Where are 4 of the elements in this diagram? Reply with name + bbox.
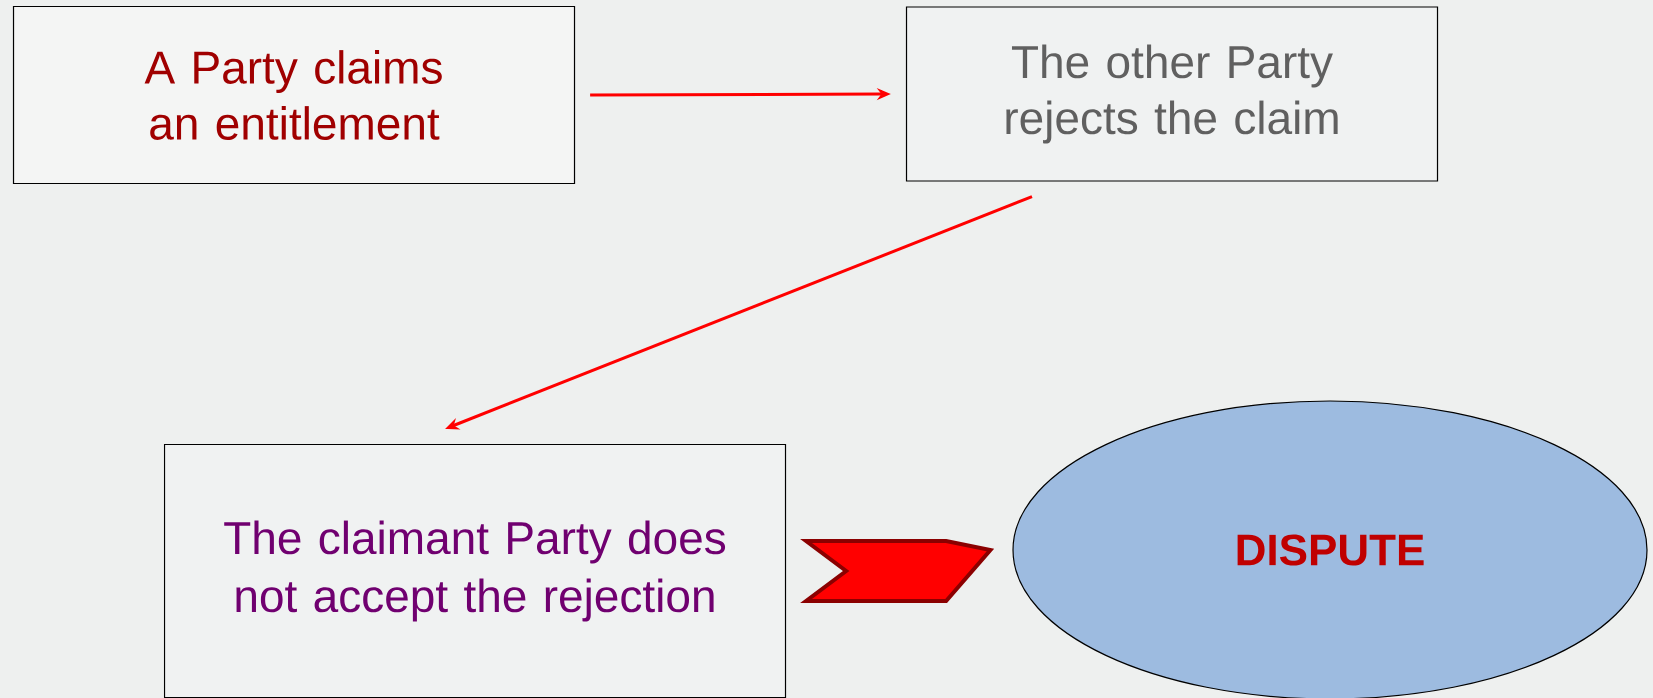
process-box: A Party claims an entitlement [12,5,576,185]
chevron-arrow [800,539,995,603]
process-box: The claimant Party does not accept the rejection [163,443,787,698]
process-box: The other Party rejects the claim [905,6,1439,182]
